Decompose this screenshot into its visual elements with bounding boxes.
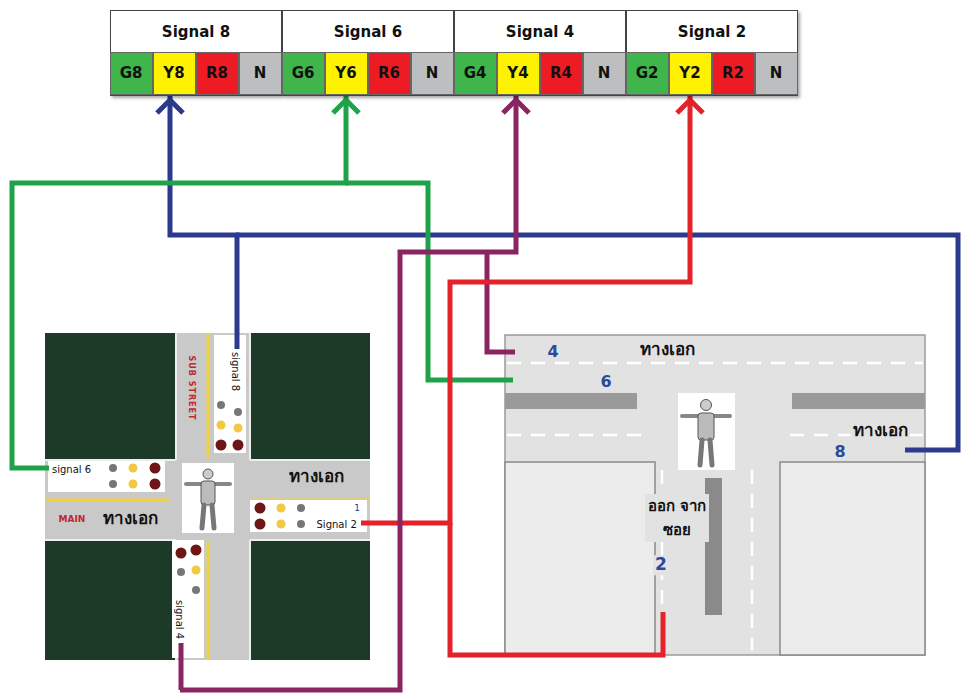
signal-name: Signal 2 [317, 519, 357, 530]
terminal-group: Signal 4G4Y4R4N [454, 10, 626, 96]
group-heading: Signal 4 [455, 11, 625, 53]
terminal-name: Y6 [326, 53, 367, 94]
police-figure [182, 463, 234, 533]
road-label: SUB STREET [186, 356, 195, 421]
terminal-cell: N [239, 52, 282, 95]
terminal-name: R6 [369, 53, 410, 94]
terminal-name: R4 [541, 53, 582, 94]
terminal-name: Y8 [154, 53, 195, 94]
terminal-cell: Y4 [497, 52, 540, 95]
signal-head: signal 8 [230, 349, 244, 395]
terminal-name: R2 [713, 53, 754, 94]
terminal-cell: G6 [282, 52, 325, 95]
terminal-name: N [584, 53, 625, 94]
terminal-name: R8 [197, 53, 238, 94]
terminal-name: G8 [111, 53, 152, 94]
terminal-group: Signal 2G2Y2R2N [626, 10, 798, 96]
road-label: ทางเอก [287, 467, 346, 487]
terminal-name: G2 [627, 53, 668, 94]
callout-number: 1 [354, 503, 360, 513]
terminal-cell: R6 [368, 52, 411, 95]
signal-name: signal 8 [230, 352, 241, 391]
terminal-cell: G4 [454, 52, 497, 95]
terminal-cell: G2 [626, 52, 669, 95]
group-heading: Signal 2 [627, 11, 797, 53]
signal-wire [170, 96, 237, 349]
road-label: ทางเอก [640, 340, 695, 360]
signal-lights [109, 401, 305, 594]
terminal-group: Signal 6G6Y6R6N [282, 10, 454, 96]
terminal-cell: R2 [712, 52, 755, 95]
intersection-map [45, 333, 370, 660]
signal-wire [180, 96, 516, 690]
terminal-cell: N [583, 52, 626, 95]
terminal-cell: Y2 [669, 52, 712, 95]
signal-wire [361, 96, 691, 523]
wire [236, 235, 958, 450]
callout-number: 2 [653, 555, 669, 575]
signal-wire [12, 96, 346, 468]
group-heading: Signal 6 [283, 11, 453, 53]
signal-head: signal 6 [49, 461, 95, 475]
terminal-name: Y4 [498, 53, 539, 94]
road-label: ทางเอก [101, 509, 160, 529]
signal-name: signal 6 [52, 464, 91, 475]
callout-number: 6 [600, 373, 611, 391]
terminal-name: G6 [283, 53, 324, 94]
terminal-cell: R4 [540, 52, 583, 95]
terminal-cell: Y8 [153, 52, 196, 95]
terminal-cell: Y6 [325, 52, 368, 95]
terminal-group: Signal 8G8Y8R8N [110, 10, 282, 96]
terminal-cell: N [755, 52, 798, 95]
terminal-cell: G8 [110, 52, 153, 95]
wire [487, 252, 515, 352]
terminal-name: N [412, 53, 453, 94]
signal-head: Signal 2 [314, 516, 361, 530]
signal-name: signal 4 [174, 600, 185, 639]
terminal-name: N [240, 53, 281, 94]
terminal-name: G4 [455, 53, 496, 94]
terminal-cell: R8 [196, 52, 239, 95]
terminal-name: N [756, 53, 797, 94]
road-label: ออก จากซอย [645, 494, 709, 542]
callout-number: 8 [834, 443, 845, 461]
group-heading: Signal 8 [111, 11, 281, 53]
police-figure [678, 393, 735, 470]
road-label: MAIN [57, 514, 88, 524]
callout-number: 4 [547, 343, 558, 361]
terminal-name: Y2 [670, 53, 711, 94]
terminal-cell: N [411, 52, 454, 95]
junction-map [505, 335, 925, 655]
road-label: ทางเอก [851, 421, 910, 441]
wire [450, 523, 663, 655]
signal-head: signal 4 [174, 597, 188, 643]
